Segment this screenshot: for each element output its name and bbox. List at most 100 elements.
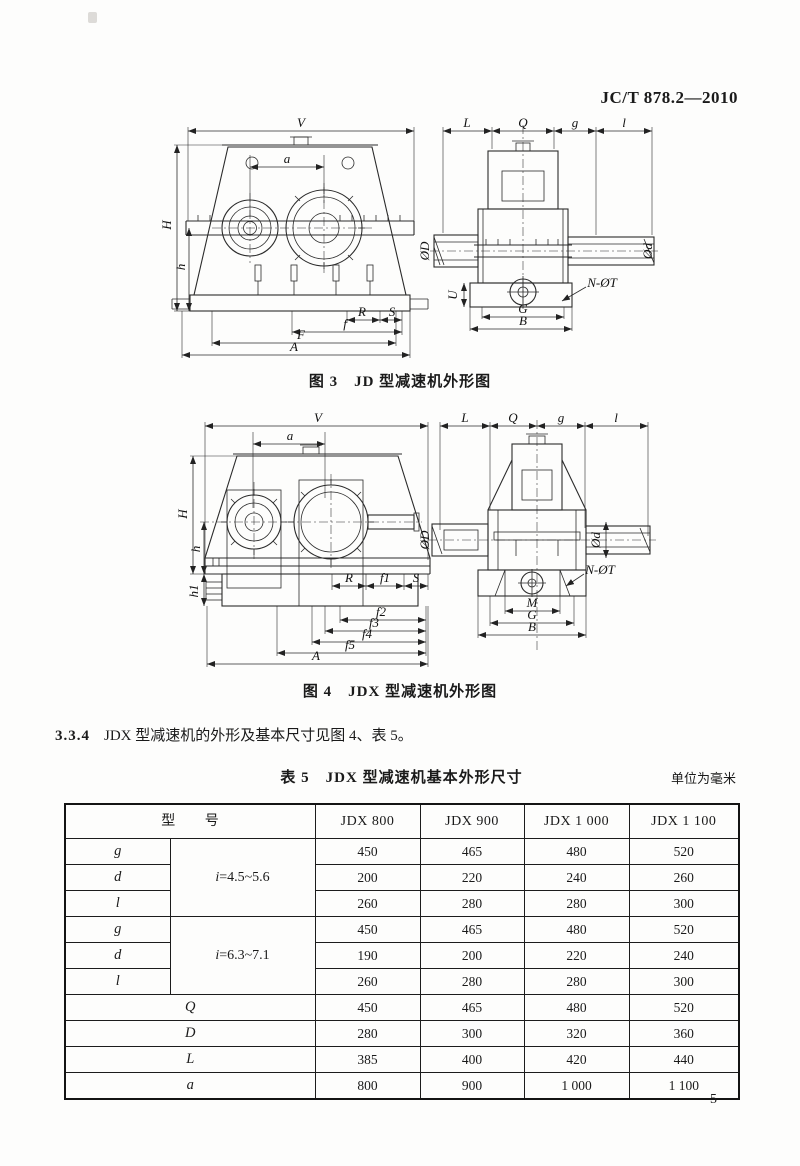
dim-label: f4 [362, 626, 373, 641]
value-cell: 200 [419, 942, 525, 969]
scan-artifact [88, 12, 97, 23]
dim-label: L [462, 115, 470, 130]
value-cell: 450 [314, 916, 421, 943]
ratio-var: i [215, 947, 220, 963]
figure3-caption: 图 3 JD 型减速机外形图 [308, 374, 492, 390]
fig3-front-view: V a [159, 115, 429, 358]
dim-label: A [311, 648, 320, 663]
value-cell: 260 [314, 968, 421, 995]
column-header: JDX 1 000 [523, 803, 630, 839]
dim-label: f3 [369, 615, 380, 630]
value-cell: 1 000 [523, 1072, 630, 1100]
table-row: g i=6.3~7.1 450 465 480 520 [64, 916, 740, 995]
dim-label: f2 [376, 604, 387, 619]
table-row: g i=4.5~5.6 450 465 480 520 [64, 838, 740, 917]
param-cell: d [64, 864, 171, 891]
ratio-var: i [215, 869, 220, 885]
dim-label: Ød [588, 532, 603, 549]
param-cell: Q [64, 994, 316, 1021]
value-cell: 360 [628, 1020, 740, 1047]
dim-label: S [389, 304, 396, 319]
figure4-caption: 图 4 JDX 型减速机外形图 [302, 684, 498, 700]
dim-label: H [159, 220, 174, 231]
value-cell: 300 [628, 890, 740, 917]
value-cell: 480 [523, 838, 630, 865]
clause-3-3-4: 3.3.4 JDX 型减速机的外形及基本尺寸见图 4、表 5。 [55, 724, 695, 745]
clause-text: JDX 型减速机的外形及基本尺寸见图 4、表 5。 [104, 728, 413, 744]
value-cell: 260 [628, 864, 740, 891]
value-cell: 220 [419, 864, 525, 891]
dim-label: R [344, 570, 353, 585]
value-cell: 190 [314, 942, 421, 969]
dim-label: V [297, 115, 307, 130]
dim-label: A [289, 339, 298, 354]
dim-label: B [519, 313, 527, 328]
value-cell: 300 [628, 968, 740, 995]
value-cell: 520 [628, 838, 740, 865]
value-cell: 280 [523, 968, 630, 995]
param-cell: d [64, 942, 171, 969]
value-cell: 480 [523, 916, 630, 943]
value-cell: 450 [314, 838, 421, 865]
dim-label: G [527, 607, 537, 622]
dim-label: N-ØT [586, 275, 617, 290]
dim-label: ØD [417, 530, 432, 550]
ratio-range: =4.5~5.6 [219, 869, 270, 885]
dim-label: a [287, 428, 294, 443]
column-header: JDX 1 100 [628, 803, 740, 839]
dim-label: l [614, 410, 618, 425]
dim-label: Q [518, 115, 528, 130]
table-row: d 190 200 220 240 [64, 942, 740, 969]
param-cell: D [64, 1020, 316, 1047]
ratio-cell: i=6.3~7.1 [169, 916, 316, 995]
dim-label: h [188, 546, 203, 553]
standard-number-header: JC/T 878.2—2010 [600, 88, 738, 107]
table5: 型 号 JDX 800 JDX 900 JDX 1 000 JDX 1 100 … [64, 803, 740, 1100]
value-cell: 1 100 [628, 1072, 740, 1100]
table5-title-row: 表 5 JDX 型减速机基本外形尺寸 单位为毫米 [65, 766, 738, 788]
figure3-drawing: V a [159, 115, 658, 358]
table-row: l 260 280 280 300 [64, 968, 740, 995]
value-cell: 280 [314, 1020, 421, 1047]
dim-label: L [460, 410, 468, 425]
value-cell: 465 [419, 838, 525, 865]
value-cell: 520 [628, 994, 740, 1021]
dim-label: g [572, 115, 579, 130]
table-row: d 200 220 240 260 [64, 864, 740, 891]
value-cell: 465 [419, 916, 525, 943]
fig4-front-view: V a [175, 410, 431, 667]
value-cell: 450 [314, 994, 421, 1021]
dim-label: f5 [345, 637, 356, 652]
dim-label: Ød [640, 243, 655, 260]
value-cell: 300 [419, 1020, 525, 1047]
dim-label: M [526, 595, 539, 610]
clause-number: 3.3.4 [55, 728, 90, 744]
param-cell: L [64, 1046, 316, 1073]
table5-title: 表 5 JDX 型减速机基本外形尺寸 [280, 770, 523, 786]
dim-label: F [296, 327, 306, 342]
dim-label: V [314, 410, 324, 425]
dim-label: h [173, 264, 188, 271]
param-cell: l [64, 890, 171, 917]
table-row: a 800 900 1 000 1 100 [64, 1072, 740, 1100]
value-cell: 280 [419, 890, 525, 917]
dim-label: l [622, 115, 626, 130]
value-cell: 320 [523, 1020, 630, 1047]
value-cell: 900 [419, 1072, 525, 1100]
dim-label: U [445, 289, 460, 300]
ratio-range: =6.3~7.1 [219, 947, 270, 963]
value-cell: 200 [314, 864, 421, 891]
param-cell: g [64, 838, 171, 865]
value-cell: 385 [314, 1046, 421, 1073]
dim-label: h1 [186, 585, 201, 598]
dim-label: N-ØT [584, 562, 615, 577]
dim-label: ØD [417, 241, 432, 261]
dim-label: G [518, 301, 528, 316]
dim-label: Q [508, 410, 518, 425]
page-number: 5 [710, 1092, 717, 1107]
dim-label: S [413, 570, 420, 585]
param-cell: l [64, 968, 171, 995]
table-row: L 385 400 420 440 [64, 1046, 740, 1073]
value-cell: 800 [314, 1072, 421, 1100]
dim-label: a [284, 151, 291, 166]
